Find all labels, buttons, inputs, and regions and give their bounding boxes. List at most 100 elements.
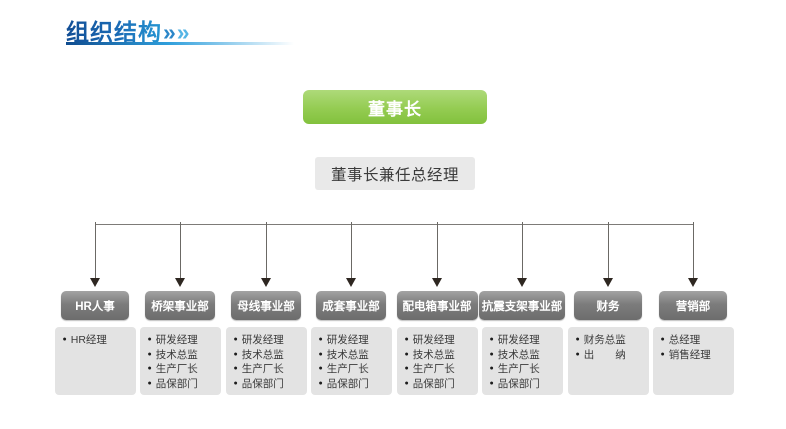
department-column: 桥架事业部 ●研发经理●技术总监●生产厂长●品保部门 xyxy=(137,291,223,395)
bullet-icon: ● xyxy=(318,350,323,358)
arrow-down-icon xyxy=(432,278,442,287)
member-list: ●研发经理●技术总监●生产厂长●品保部门 xyxy=(481,327,563,395)
bullet-icon: ● xyxy=(233,336,238,343)
member-list: ●研发经理●技术总监●生产厂长●品保部门 xyxy=(139,327,221,395)
bullet-icon: ● xyxy=(233,350,238,358)
department-column: 营销部 ●总经理●销售经理 xyxy=(650,291,736,395)
member-item: ●技术总监 xyxy=(490,348,540,363)
member-item: ●HR经理 xyxy=(63,333,107,348)
member-list: ●HR经理 xyxy=(54,327,136,395)
member-label: 研发经理 xyxy=(241,334,284,346)
member-item: ●技术总监 xyxy=(148,348,198,363)
bullet-icon: ● xyxy=(233,365,238,372)
bullet-icon: ● xyxy=(62,336,67,343)
member-label: 销售经理 xyxy=(668,348,711,361)
connector-line xyxy=(608,222,609,278)
chevron-right-icon: » xyxy=(176,19,190,45)
member-item: ●总经理 xyxy=(661,333,701,348)
member-label: 品保部门 xyxy=(497,377,540,390)
connector-line xyxy=(437,222,438,278)
department-header: HR人事 xyxy=(61,291,129,320)
member-label: 技术总监 xyxy=(326,348,369,361)
member-item: ●销售经理 xyxy=(661,348,711,363)
member-item: ●出 纳 xyxy=(576,348,626,363)
member-item: ●生产厂长 xyxy=(319,362,369,377)
connector-line xyxy=(522,222,523,278)
member-item: ●品保部门 xyxy=(490,377,540,392)
member-item: ●研发经理 xyxy=(490,333,540,348)
department-header: 桥架事业部 xyxy=(145,291,215,320)
member-item: ●品保部门 xyxy=(148,377,198,392)
bullet-icon: ● xyxy=(147,350,152,358)
bullet-icon: ● xyxy=(318,336,323,343)
member-label: 品保部门 xyxy=(155,377,198,390)
member-list: ●研发经理●技术总监●生产厂长●品保部门 xyxy=(310,327,392,395)
department-column: HR人事 ●HR经理 xyxy=(52,291,138,395)
member-item: ●财务总监 xyxy=(576,333,626,348)
connector-line xyxy=(693,222,694,278)
member-item: ●研发经理 xyxy=(234,333,284,348)
member-label: 生产厂长 xyxy=(497,363,540,375)
connector-line xyxy=(351,222,352,278)
member-label: 品保部门 xyxy=(241,377,284,390)
bullet-icon: ● xyxy=(660,336,665,343)
title-underline xyxy=(66,42,294,45)
connector-line xyxy=(180,222,181,278)
member-item: ●研发经理 xyxy=(319,333,369,348)
member-label: 出 纳 xyxy=(583,348,626,361)
member-item: ●生产厂长 xyxy=(234,362,284,377)
member-label: 技术总监 xyxy=(155,348,198,361)
department-column: 财务 ●财务总监●出 纳 xyxy=(565,291,651,395)
arrow-down-icon xyxy=(346,278,356,287)
member-item: ●品保部门 xyxy=(319,377,369,392)
member-label: 生产厂长 xyxy=(241,363,284,375)
arrow-down-icon xyxy=(175,278,185,287)
member-item: ●品保部门 xyxy=(234,377,284,392)
department-column: 配电箱事业部 ●研发经理●技术总监●生产厂长●品保部门 xyxy=(394,291,480,395)
member-list: ●总经理●销售经理 xyxy=(652,327,734,395)
department-column: 抗震支架事业部 ●研发经理●技术总监●生产厂长●品保部门 xyxy=(479,291,565,395)
arrow-down-icon xyxy=(603,278,613,287)
member-label: 生产厂长 xyxy=(412,363,455,375)
department-column: 母线事业部 ●研发经理●技术总监●生产厂长●品保部门 xyxy=(223,291,309,395)
department-header: 配电箱事业部 xyxy=(396,291,478,320)
department-header: 母线事业部 xyxy=(231,291,301,320)
member-label: 生产厂长 xyxy=(155,363,198,375)
bullet-icon: ● xyxy=(404,350,409,358)
bullet-icon: ● xyxy=(489,365,494,372)
member-label: 品保部门 xyxy=(326,377,369,390)
member-label: 技术总监 xyxy=(497,348,540,361)
member-label: 研发经理 xyxy=(497,334,540,346)
bullet-icon: ● xyxy=(489,336,494,343)
member-label: 研发经理 xyxy=(412,334,455,346)
arrow-down-icon xyxy=(517,278,527,287)
member-item: ●技术总监 xyxy=(319,348,369,363)
general-manager-node: 董事长兼任总经理 xyxy=(315,157,475,190)
member-label: 财务总监 xyxy=(583,334,626,346)
arrow-down-icon xyxy=(90,278,100,287)
connector-rail xyxy=(95,224,693,225)
member-item: ●技术总监 xyxy=(234,348,284,363)
member-item: ●生产厂长 xyxy=(490,362,540,377)
chairman-node: 董事长 xyxy=(303,90,487,124)
member-label: 研发经理 xyxy=(155,334,198,346)
bullet-icon: ● xyxy=(318,379,323,387)
bullet-icon: ● xyxy=(147,365,152,372)
member-label: 总经理 xyxy=(668,334,701,346)
department-header: 抗震支架事业部 xyxy=(479,291,565,320)
member-label: 研发经理 xyxy=(326,334,369,346)
member-item: ●研发经理 xyxy=(405,333,455,348)
member-item: ●生产厂长 xyxy=(148,362,198,377)
member-label: 技术总监 xyxy=(412,348,455,361)
member-item: ●技术总监 xyxy=(405,348,455,363)
bullet-icon: ● xyxy=(147,379,152,387)
member-label: 技术总监 xyxy=(241,348,284,361)
bullet-icon: ● xyxy=(575,336,580,343)
member-label: 生产厂长 xyxy=(326,363,369,375)
member-list: ●研发经理●技术总监●生产厂长●品保部门 xyxy=(225,327,307,395)
member-list: ●财务总监●出 纳 xyxy=(567,327,649,395)
bullet-icon: ● xyxy=(404,336,409,343)
arrow-down-icon xyxy=(261,278,271,287)
member-label: 品保部门 xyxy=(412,377,455,390)
